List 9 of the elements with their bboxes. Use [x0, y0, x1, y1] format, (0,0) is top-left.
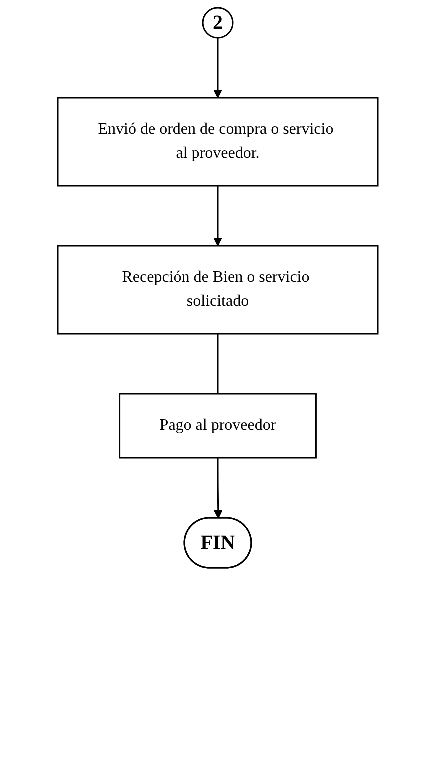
- node-box: [56, 97, 378, 187]
- connector: [216, 334, 218, 394]
- flowchart-drawing: 2 Envió de orden de compra o servicio al proveedor. Recepción de Bien o servicio solicitado Pago al proveedor FIN: [50, 0, 386, 576]
- arrow: [213, 38, 222, 98]
- arrow: [213, 458, 222, 519]
- node-box: [118, 393, 316, 459]
- node-box: [56, 245, 378, 335]
- node-circle: [202, 7, 234, 39]
- arrow: [213, 186, 222, 246]
